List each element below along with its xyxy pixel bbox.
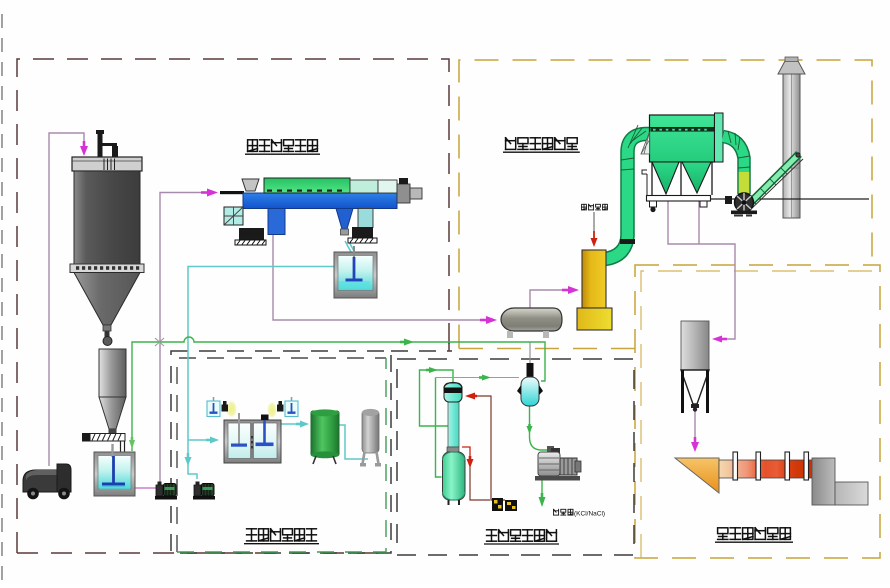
svg-text:(KCl/NaCl): (KCl/NaCl) — [574, 511, 605, 518]
